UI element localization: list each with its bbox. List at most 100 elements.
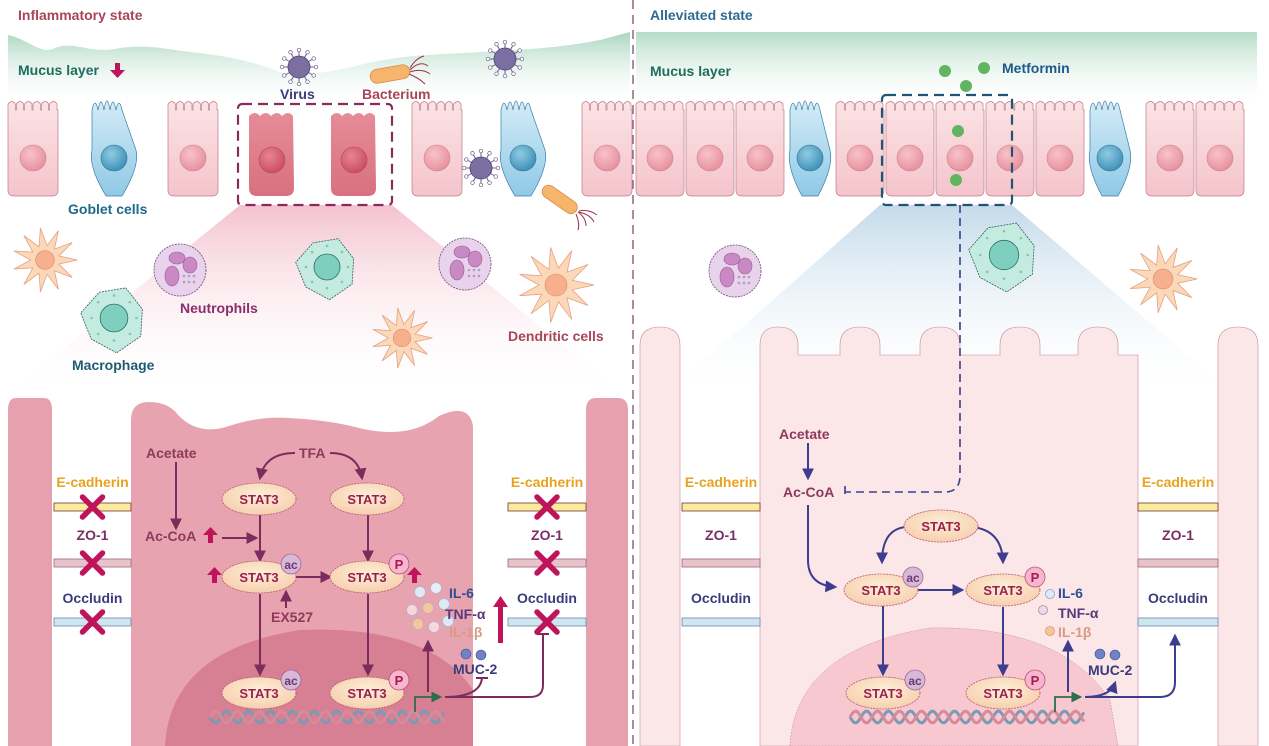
neutrophils-label: Neutrophils [180, 300, 258, 316]
epithelial-cell [835, 101, 885, 197]
stat3-protein: STAT3 ac [221, 553, 302, 594]
junction-e-cadherin: E-cadherin [507, 474, 587, 520]
svg-text:ac: ac [906, 571, 920, 585]
dendritic-cell-icon [519, 247, 595, 323]
junction-occludin: Occludin [507, 590, 587, 635]
junction-label: ZO-1 [77, 527, 109, 543]
stat3-label: STAT3 [239, 492, 278, 507]
disrupted-cross-icon [534, 609, 560, 635]
svg-text:ac: ac [908, 674, 922, 688]
acetylation-badge: ac [904, 669, 926, 691]
junction-label: Occludin [1148, 590, 1208, 606]
epithelial-cell [1145, 101, 1195, 197]
macrophage-icon [968, 222, 1035, 293]
acetate-label-right: Acetate [779, 426, 830, 442]
junction-label: Occludin [691, 590, 751, 606]
zoom-box-left [236, 102, 394, 207]
svg-text:P: P [1031, 673, 1040, 688]
acetate-label: Acetate [146, 445, 197, 461]
macrophage-icon [80, 287, 143, 354]
acetylation-badge: ac [280, 669, 302, 691]
junction-label: Occludin [63, 590, 123, 606]
stat3-label: STAT3 [239, 570, 278, 585]
mucus-label-right: Mucus layer [650, 63, 731, 79]
inflamed-cells [249, 113, 376, 196]
pathway-alleviated: Acetate Ac-CoA STAT3STAT3acSTAT3PSTAT3ac… [779, 426, 1181, 725]
mucus-decrease-arrow-icon [110, 63, 125, 78]
goblet-cell [499, 100, 547, 197]
stat3-protein: STAT3 [903, 509, 979, 543]
stat3-label: STAT3 [239, 686, 278, 701]
stat3-label: STAT3 [861, 583, 900, 598]
epithelial-cell [1195, 101, 1245, 197]
epithelial-cell [167, 101, 219, 197]
junction-label: E-cadherin [685, 474, 757, 490]
stat3-protein: STAT3 [329, 482, 405, 516]
cytokine-tnfa-left: TNF-α [445, 606, 486, 622]
svg-text:ac: ac [284, 558, 298, 572]
junction-occludin: Occludin [53, 590, 132, 635]
epithelial-cell [1035, 101, 1085, 197]
metformin-inhibit-line [844, 205, 961, 498]
stat3-label: STAT3 [347, 570, 386, 585]
epithelial-cell [7, 101, 59, 197]
virus-label: Virus [280, 86, 315, 102]
disrupted-cross-icon [79, 609, 106, 635]
stat3-increase-arrow-icon [207, 567, 222, 583]
zoom-cone-left [0, 205, 630, 400]
cytokine-il6-left: IL-6 [449, 585, 474, 601]
disrupted-cross-icon [534, 494, 560, 520]
stat3-label: STAT3 [347, 686, 386, 701]
virus-icon [461, 148, 501, 188]
stat3-protein: STAT3 ac [843, 566, 924, 607]
junction-zo-1: ZO-1 [507, 527, 587, 576]
junction-label: ZO-1 [705, 527, 737, 543]
macrophage-label: Macrophage [72, 357, 155, 373]
accoa-label: Ac-CoA [145, 528, 196, 544]
mucus-layer-left [8, 32, 630, 100]
pathway-inflammatory: Acetate Ac-CoA TFA EX527 [145, 445, 549, 725]
disrupted-cross-icon [79, 550, 106, 576]
transcription-start-icon [414, 691, 443, 712]
stat3-protein: STAT3 ac [845, 669, 926, 710]
dna-helix-icon [208, 709, 446, 725]
stat3-protein: STAT3 P [329, 669, 410, 710]
transcription-start-icon [1054, 691, 1083, 712]
dendritic-cell-icon [1129, 245, 1198, 313]
accoa-increase-arrow-icon [203, 527, 218, 543]
zoomed-cell-right-edge-right [1217, 326, 1259, 746]
macrophage-icon [295, 238, 355, 301]
junction-occludin: Occludin [681, 590, 761, 627]
epithelial-cell [885, 101, 935, 197]
stat3-label: STAT3 [983, 686, 1022, 701]
epithelial-cell [685, 101, 735, 197]
goblet-cells-label: Goblet cells [68, 201, 148, 217]
dendritic-cell-icon [372, 307, 433, 369]
virus-icon [485, 39, 525, 79]
cytokine-tnfa-right: TNF-α [1058, 605, 1099, 621]
dendritic-cells-label: Dendritic cells [508, 328, 604, 344]
junction-label: ZO-1 [1162, 527, 1194, 543]
p-stat3-increase-arrow-icon [407, 567, 422, 583]
junction-label: Occludin [517, 590, 577, 606]
cytokine-il1b-left: IL-1β [449, 624, 483, 640]
svg-text:P: P [1031, 570, 1040, 585]
junction-label: E-cadherin [56, 474, 128, 490]
panel-title-inflammatory: Inflammatory state [18, 7, 143, 23]
epithelial-cell [735, 101, 785, 197]
junction-zo-1: ZO-1 [681, 527, 761, 568]
disrupted-cross-icon [79, 494, 106, 520]
svg-text:P: P [395, 673, 404, 688]
phosphorylation-badge: P [1024, 669, 1046, 691]
junction-label: E-cadherin [1142, 474, 1214, 490]
junction-occludin: Occludin [1137, 590, 1219, 627]
epithelial-cell [985, 101, 1035, 197]
mucus-label-left: Mucus layer [18, 62, 99, 78]
panel-alleviated: Alleviated state Mucus layer Metformin E… [635, 7, 1259, 746]
stat3-label: STAT3 [863, 686, 902, 701]
cytokine-il1b-right: IL-1β [1058, 624, 1092, 640]
neutrophil-icon [153, 243, 207, 297]
cytokine-cluster-icon [406, 582, 454, 633]
junction-zo-1: ZO-1 [53, 527, 132, 576]
